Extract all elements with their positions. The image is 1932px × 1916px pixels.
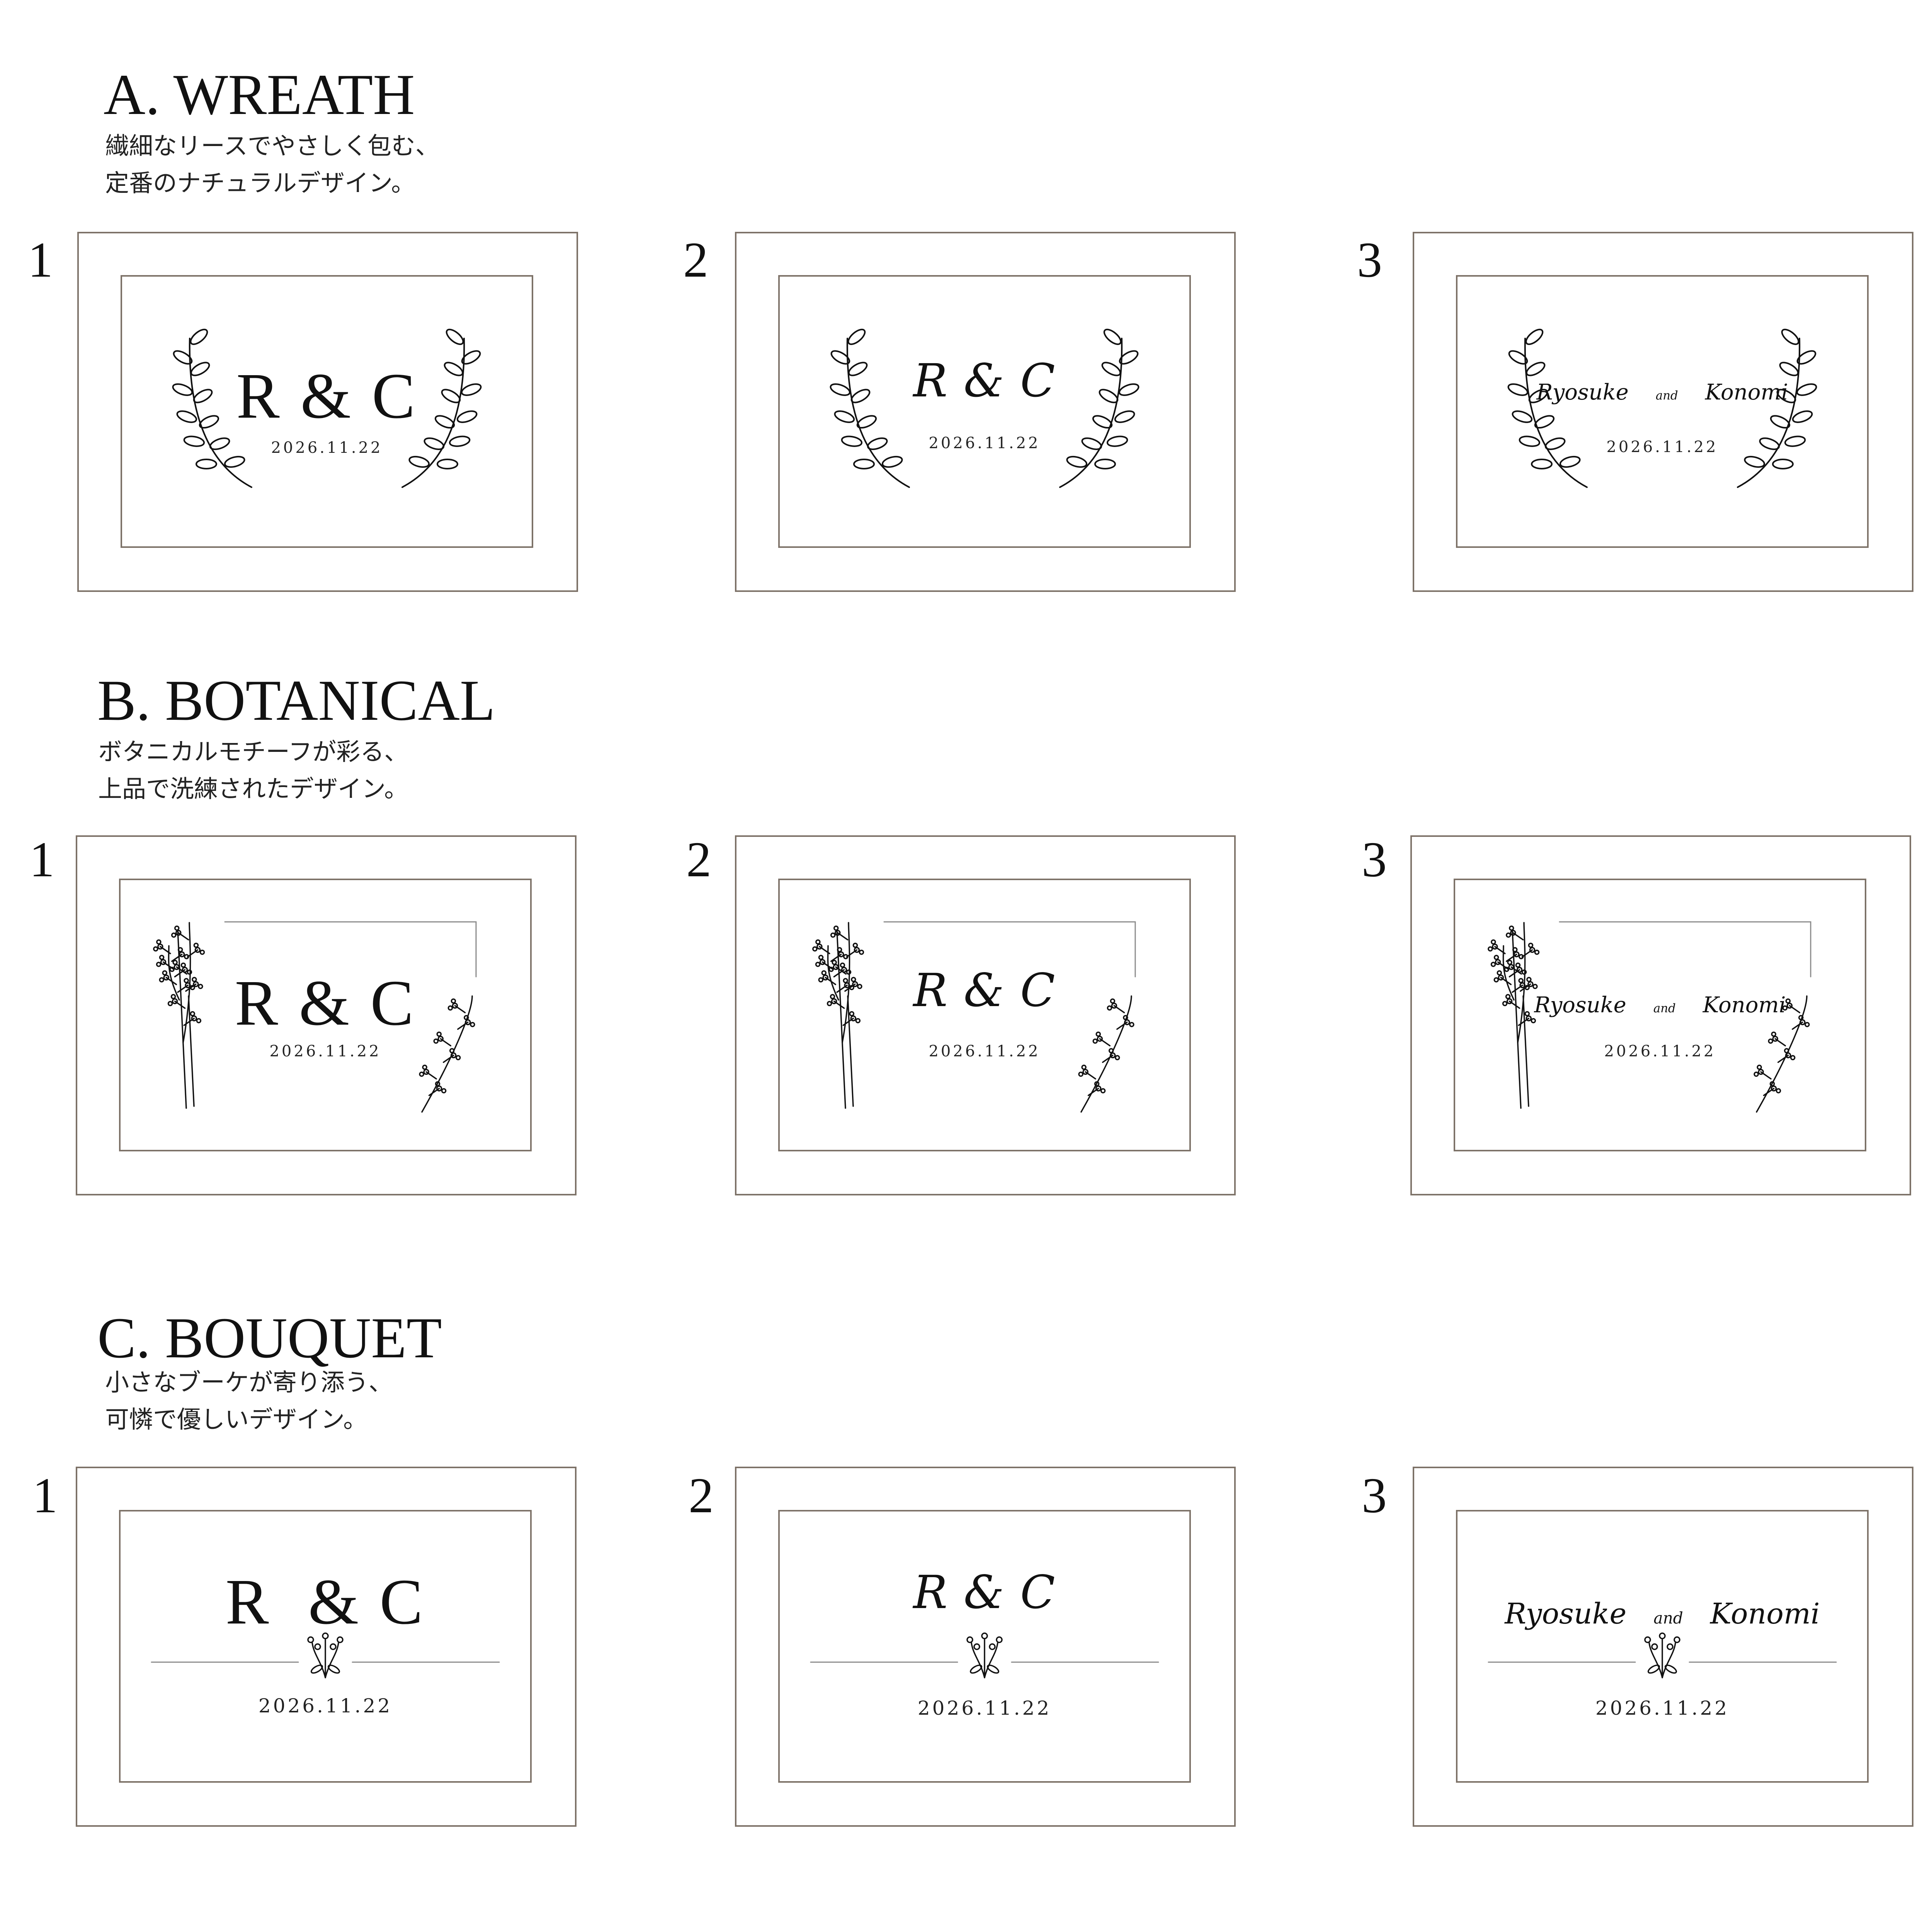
section-description: 小さなブーケが寄り添う、 可憐で優しいデザイン。 [105, 1368, 393, 1433]
laurel-branch-icon [172, 328, 482, 488]
card-number: 2 [689, 1468, 714, 1523]
card-number: 2 [683, 232, 708, 288]
section-description: ボタニカルモチーフが彩る、 上品で洗練されたデザイン。 [98, 738, 408, 803]
berry-sprig-icon [153, 921, 477, 1113]
inner-frame: R & C 2026.11.22 [121, 275, 533, 548]
design-card-b1[interactable]: R & C 2026.11.22 [76, 835, 577, 1195]
design-card-b2[interactable]: R & C 2026.11.22 [735, 835, 1236, 1195]
laurel-branch-icon [1507, 328, 1817, 488]
design-card-a1[interactable]: R & C 2026.11.22 [77, 232, 578, 592]
couple-initials: R & C [913, 354, 1056, 407]
couple-initials: R & C [913, 1566, 1056, 1619]
wedding-date: 2026.11.22 [269, 1042, 381, 1060]
inner-frame: R & C 2026.11.22 [778, 1510, 1191, 1783]
design-card-c2[interactable]: R & C 2026.11.22 [735, 1467, 1236, 1827]
small-bouquet-icon [1488, 1632, 1837, 1678]
couple-initials: R & C [913, 964, 1056, 1017]
design-card-c1[interactable]: R & C 2026.11.22 [76, 1467, 577, 1827]
wedding-date: 2026.11.22 [1595, 1697, 1730, 1719]
wedding-date: 2026.11.22 [917, 1697, 1052, 1719]
inner-frame: R & C 2026.11.22 [778, 879, 1191, 1151]
section-title: B. BOTANICAL [97, 668, 495, 733]
wedding-date: 2026.11.22 [271, 439, 383, 457]
inner-frame: R & C 2026.11.22 [119, 879, 532, 1151]
card-number: 1 [32, 1468, 58, 1523]
inner-frame: R & C 2026.11.22 [778, 275, 1191, 548]
section-description: 繊細なリースでやさしく包む、 定番のナチュラルデザイン。 [105, 132, 439, 197]
card-number: 1 [28, 232, 53, 288]
section-title: A. WREATH [104, 63, 415, 127]
couple-initials: R & C [225, 1566, 425, 1638]
card-number: 1 [29, 832, 54, 887]
wedding-date: 2026.11.22 [258, 1695, 393, 1717]
laurel-branch-icon [830, 328, 1139, 488]
card-number: 3 [1362, 1468, 1387, 1523]
section-title: C. BOUQUET [97, 1306, 442, 1370]
card-number: 3 [1362, 832, 1387, 887]
small-bouquet-icon [151, 1632, 500, 1678]
card-number: 3 [1357, 232, 1382, 288]
berry-sprig-icon [1488, 921, 1811, 1113]
wedding-date: 2026.11.22 [1606, 438, 1718, 456]
inner-frame: R & C 2026.11.22 [119, 1510, 532, 1783]
design-card-a2[interactable]: R & C 2026.11.22 [735, 232, 1236, 592]
wedding-date: 2026.11.22 [1604, 1042, 1716, 1060]
small-bouquet-icon [810, 1632, 1159, 1678]
berry-sprig-icon [812, 921, 1136, 1113]
wedding-date: 2026.11.22 [929, 1042, 1041, 1060]
card-number: 2 [686, 832, 711, 887]
couple-initials: R & C [236, 360, 418, 432]
couple-initials: R & C [235, 967, 416, 1039]
wedding-date: 2026.11.22 [929, 434, 1041, 452]
